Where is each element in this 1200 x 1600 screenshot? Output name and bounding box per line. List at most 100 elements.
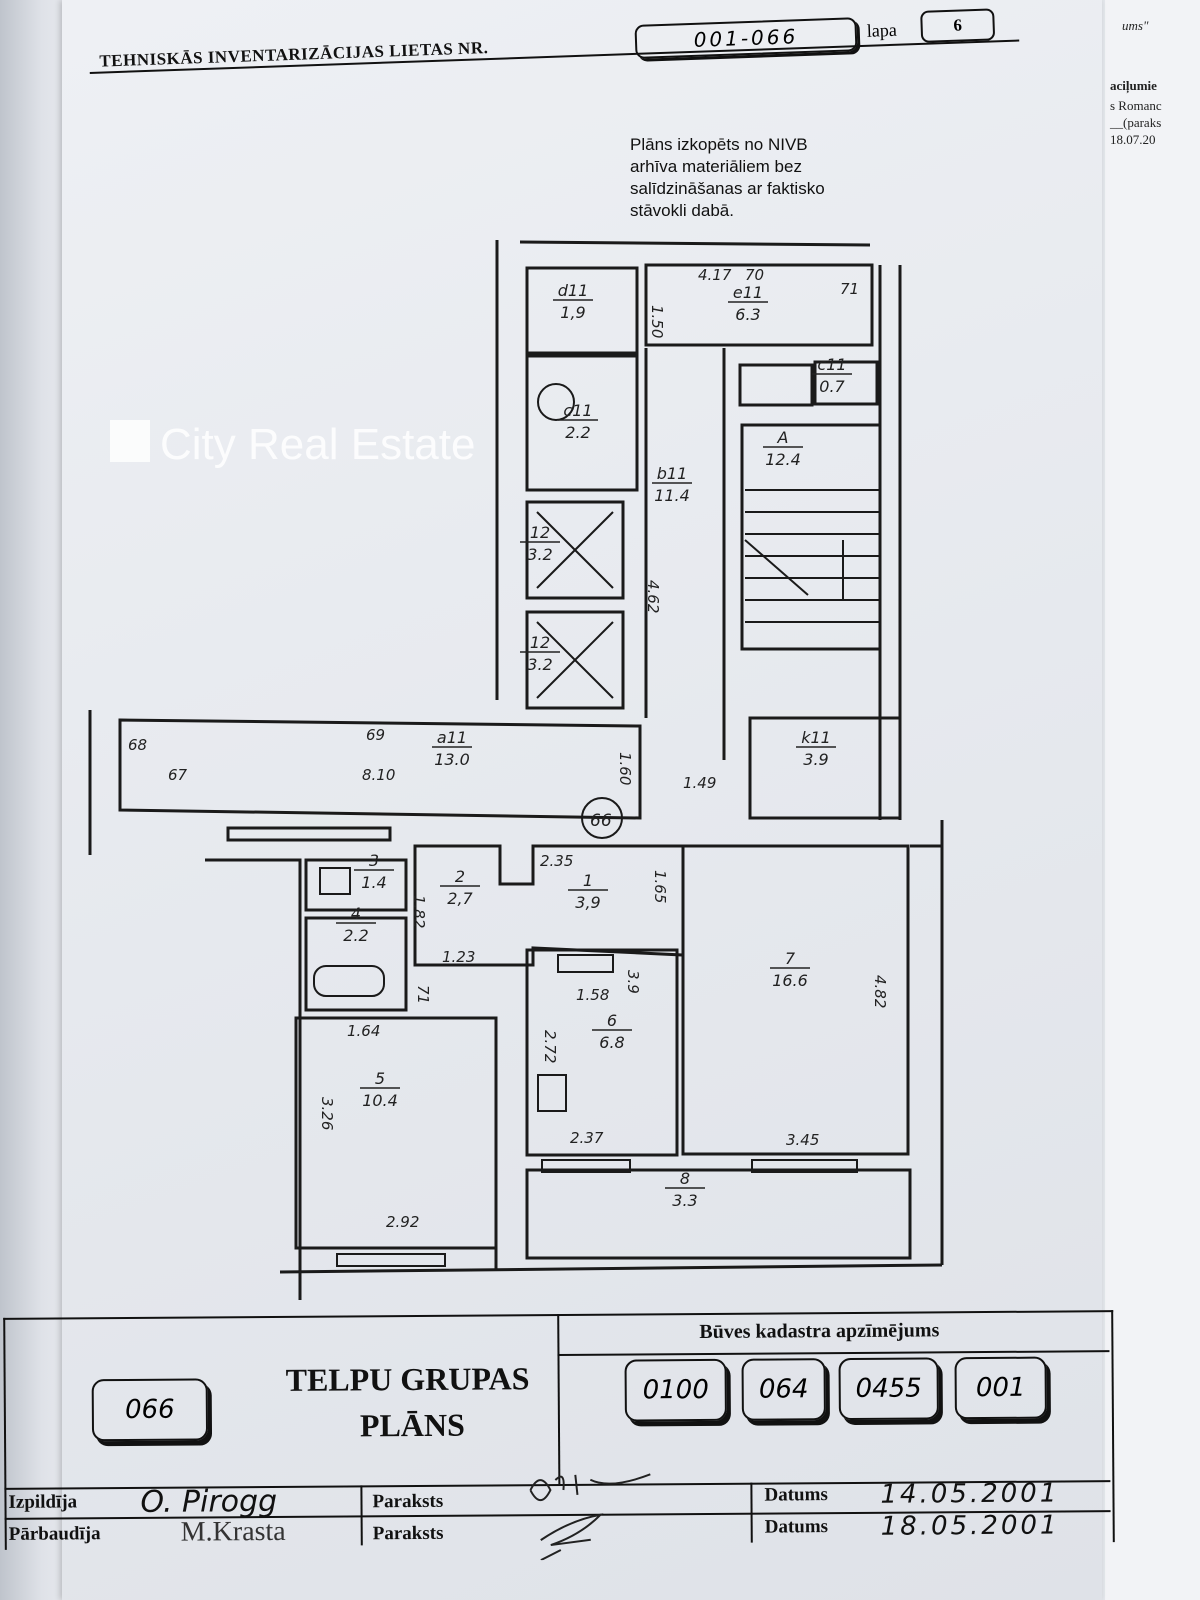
dimension-label: 3.26 [318,1097,336,1130]
dimension-label: 2.92 [386,1213,419,1231]
plan-title-line2: PLĀNS [359,1406,465,1444]
room-area: 12.4 [765,450,801,469]
chimney-icon [537,383,575,421]
cadastre-part: 064 [741,1358,826,1421]
room-labels: d111,9e116.3c110.7c112.2b1111.4A12.4123.… [336,281,852,1210]
room-id: 6 [607,1011,617,1030]
dimension-label: 1.60 [616,752,634,785]
room-area: 3.2 [527,655,552,674]
room-id: 7 [785,949,796,968]
dimension-label: 70 [745,266,764,284]
room-label: 22,7 [440,867,480,908]
room-id: 12 [530,633,550,652]
room-area: 6.8 [599,1033,624,1052]
dimension-label: 1.49 [683,774,716,792]
room-id: A [777,428,789,447]
room-area: 1,9 [560,303,585,322]
checked-by-stamp: M.Krasta [180,1515,286,1548]
signatures [529,1473,651,1561]
dimension-label: 71 [414,985,432,1004]
cadastre-part: 0100 [624,1358,727,1422]
fixtures [313,383,880,1267]
dimension-label: 2.72 [541,1030,559,1063]
signature-label: Paraksts [372,1522,444,1545]
archive-note: Plāns izkopēts no NIVB arhīva materiālie… [630,135,825,220]
room-area: 3.9 [803,750,828,769]
bathtub-icon [313,965,385,997]
adjacent-page [1105,0,1200,1600]
room-area: 2,7 [447,889,473,908]
apartment-marker-circle [581,797,623,839]
checked-label: Pārbaudīja [8,1523,101,1545]
room-id: a11 [437,728,467,747]
toilet-icon [319,867,351,895]
executed-by: O. Pirogg [140,1483,278,1520]
dimension-label: 1.82 [410,895,428,928]
room-area: 2.2 [343,926,368,945]
dimension-label: 8.10 [362,766,395,784]
title-block: Būves kadastra apzīmējums 066 TELPU GRUP… [0,1296,1121,1564]
adjacent-page-text: aciļumie [1110,78,1157,93]
room-area: 6.3 [735,305,760,324]
room-label: b11 11.4 [652,464,692,505]
room-label: A 12.4 [763,428,803,469]
room-id: 12 [530,523,550,542]
room-area: 11.4 [654,486,690,505]
dimension-label: 3.45 [786,1131,819,1149]
group-number: 066 [91,1378,209,1442]
walls [88,240,944,1300]
dimension-label: 71 [840,280,859,298]
executed-label: Izpildīja [8,1491,78,1513]
dimension-label: 68 [128,736,147,754]
room-id: 3 [369,851,379,870]
room-area: 16.6 [772,971,808,990]
cadastre-part: 0455 [838,1357,939,1421]
document-binding [0,0,70,1600]
room-id: c11 [817,355,846,374]
room-id: d11 [558,281,589,300]
dimension-label: 4.82 [871,975,889,1008]
adjacent-page-text: ums" [1122,18,1149,33]
room-area: 0.7 [819,377,845,396]
room-area: 3.2 [527,545,552,564]
room-id: e11 [733,283,763,302]
room-area: 1.4 [361,873,386,892]
room-area: 3.3 [672,1191,697,1210]
room-label: 83.3 [665,1169,705,1210]
room-label: 42.2 [336,904,376,945]
room-label: 13,9 [568,871,608,912]
room-id: 8 [680,1169,690,1188]
room-label: 510.4 [360,1069,400,1110]
stove-icon [537,1074,567,1112]
apartment-marker: 66 [590,811,612,831]
room-area: 3,9 [575,893,600,912]
room-area: 13.0 [434,750,470,769]
date-executed: 14.05.2001 [880,1478,1060,1510]
room-id: 5 [375,1069,385,1088]
room-id: 4 [351,904,361,923]
room-id: c11 [563,401,592,420]
dimension-label: 1.50 [648,305,666,338]
room-label: 123.2 [520,633,560,674]
dimension-label: 2.37 [570,1129,604,1147]
adjacent-page-text: s Romanc [1110,98,1162,113]
room-id: b11 [657,464,688,483]
room-label: 66.8 [592,1011,632,1052]
adjacent-page-text: __(paraks [1110,115,1162,130]
date-label: Datums [764,1516,829,1538]
cadastre-label: Būves kadastra apzīmējums [699,1319,940,1344]
dimension-label: 1.64 [347,1022,380,1040]
room-id: k11 [801,728,831,747]
dimension-label: 67 [168,766,188,784]
room-area: 2.2 [565,423,590,442]
adjacent-page-text: 18.07.20 [1110,132,1156,147]
room-id: 1 [583,871,593,890]
watermark-logo [110,420,150,462]
